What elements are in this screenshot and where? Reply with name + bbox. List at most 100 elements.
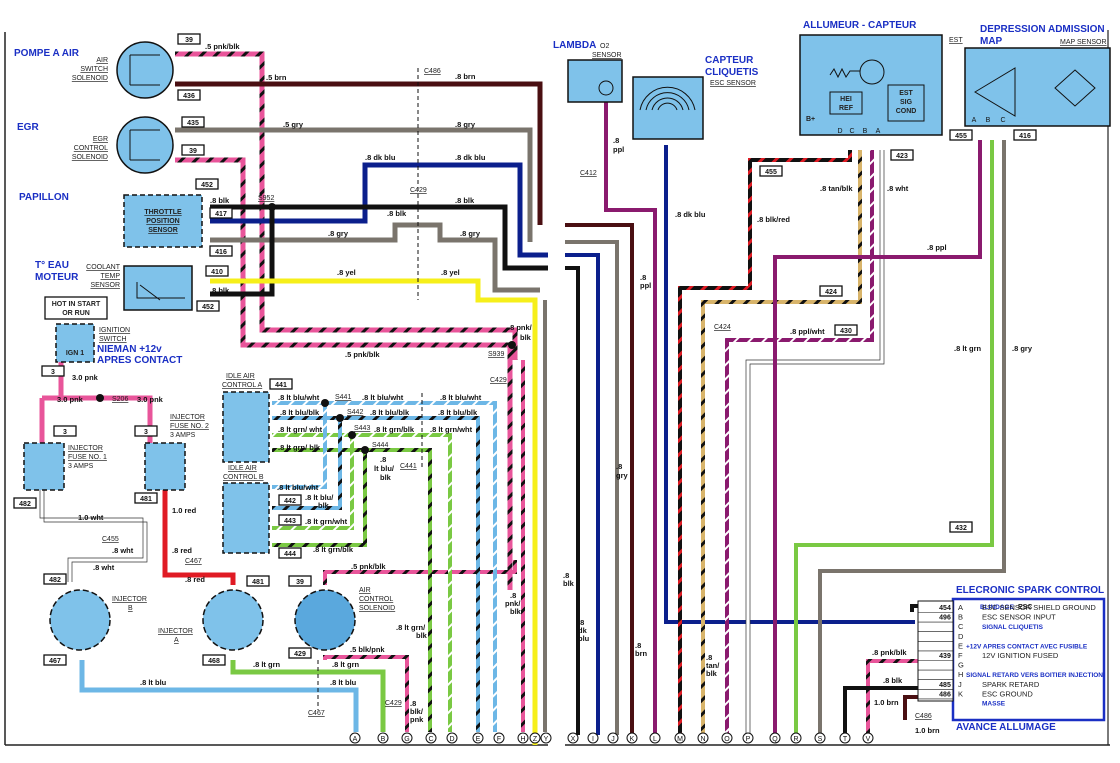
wire-labels: .5 pnk/blk.5 brn.8 brn.5 gry.8 gry.8 dk …	[57, 42, 1033, 735]
svg-text:AIR: AIR	[96, 57, 108, 64]
terminal-B: B	[377, 732, 389, 744]
svg-text:SENSOR: SENSOR	[592, 52, 622, 59]
label-allumeur: ALLUMEUR - CAPTEUR	[803, 20, 917, 31]
svg-text:ESC SENSOR: ESC SENSOR	[710, 80, 756, 87]
connector-label: C455	[102, 536, 119, 543]
wire-label: .8 ppl	[927, 243, 947, 252]
terminal-letter: E	[476, 736, 481, 743]
terminal-A: A	[349, 732, 361, 744]
terminal-letter: B	[381, 736, 386, 743]
terminal-D: D	[446, 732, 458, 744]
svg-text:B+: B+	[806, 116, 815, 123]
wire-label: .8 blk	[387, 209, 407, 218]
wire-dkblu-417	[210, 162, 548, 258]
egr-control-solenoid	[116, 116, 174, 174]
wire-red-481	[162, 490, 236, 585]
esc-pin-label: SPARK RETARD	[982, 680, 1040, 689]
wire-label: .8 lt blu/wht	[362, 393, 404, 402]
connector-label: S442	[347, 409, 363, 416]
wire-label: .8	[563, 571, 569, 580]
circuit-box	[195, 178, 219, 190]
circuit-number: 416	[215, 249, 227, 256]
wire-label: .5 pnk/blk	[351, 562, 386, 571]
esc-pin: K	[958, 689, 963, 698]
circuit-box	[209, 245, 233, 257]
circuit-box	[949, 521, 973, 533]
wire-brn-esc	[903, 695, 918, 720]
circuit-number: 441	[275, 382, 287, 389]
esc-pin-note: MASSE	[982, 700, 1006, 707]
wire-label: .8 red	[172, 546, 192, 555]
svg-text:A: A	[174, 637, 179, 644]
terminal-letter: N	[700, 736, 705, 743]
esc-circuit: 496	[939, 615, 951, 622]
wire-gry-416	[210, 222, 540, 293]
wire-label: 3.0 pnk	[72, 373, 99, 382]
terminal-X: X	[567, 732, 579, 744]
wire-blk-s952	[210, 207, 275, 297]
wire-label: .8 blk	[455, 196, 475, 205]
wire-label: .8 yel	[441, 268, 460, 277]
circuit-number: 39	[185, 37, 193, 44]
wire-label: .8 gry	[328, 229, 349, 238]
label-avance: AVANCE ALLUMAGE	[956, 722, 1056, 733]
wire-label: .8	[410, 699, 416, 708]
connector-label: C412	[580, 170, 597, 177]
esc-pin: B	[958, 613, 963, 622]
wire-label: .8 wht	[112, 546, 134, 555]
wire-label: .8 lt grn/ wht	[278, 425, 323, 434]
wire-label: .8 lt grn/blk	[313, 545, 354, 554]
svg-text:CONTROL: CONTROL	[359, 596, 393, 603]
wire-ppl-map	[773, 140, 982, 735]
esc-pin-note: SIGNAL CLIQUETIS	[982, 624, 1044, 631]
circuit-number: 432	[955, 525, 967, 532]
circuit-number: 435	[187, 120, 199, 127]
svg-text:IDLE AIR: IDLE AIR	[228, 465, 257, 472]
wire-label: .8 gry	[1012, 344, 1033, 353]
wire-label: blk	[563, 579, 575, 588]
circuit-number: 467	[49, 658, 61, 665]
wire-ltgrn-468	[230, 660, 386, 732]
svg-text:IDLE AIR: IDLE AIR	[226, 373, 255, 380]
wire-label: .8 red	[185, 575, 205, 584]
esc-pin-label: ESC SENSOR SHIELD GROUND	[982, 603, 1096, 612]
label-depression-2: MAP	[980, 36, 1003, 47]
air-control-solenoid	[294, 589, 356, 651]
terminal-J: J	[607, 732, 619, 744]
wire-pnk-blk-esc	[866, 659, 918, 735]
svg-text:SOLENOID: SOLENOID	[72, 75, 108, 82]
circuit-box	[1013, 129, 1037, 141]
circuit-box	[278, 547, 302, 559]
wire-label: blk	[706, 669, 718, 678]
wire-label: .8 ppl/wht	[790, 327, 825, 336]
circuit-box	[43, 654, 67, 666]
wire-gry-435	[175, 127, 533, 242]
wire-ltgrn-map	[794, 140, 994, 735]
label-esc-title: ELECRONIC SPARK CONTROL	[956, 585, 1104, 596]
terminal-letter: A	[353, 736, 358, 743]
terminal-N: N	[697, 732, 709, 744]
wire-ppl-wht	[725, 150, 874, 735]
svg-text:C: C	[849, 128, 854, 135]
wire-label: .8 wht	[93, 563, 115, 572]
terminal-letter: T	[843, 736, 848, 743]
esc-sensor	[632, 76, 704, 140]
circuit-box	[43, 573, 67, 585]
svg-text:CONTROL A: CONTROL A	[222, 382, 263, 389]
wire-label: .8 lt grn/blk	[374, 425, 415, 434]
svg-text:EGR: EGR	[93, 136, 108, 143]
wire-label: 1.0 brn	[874, 698, 899, 707]
circuit-box	[134, 425, 158, 437]
wire-blk-cont	[565, 266, 580, 735]
circuit-box	[288, 647, 312, 659]
component-labels: AIR SWITCH SOLENOID EGR CONTROL SOLENOID…	[52, 37, 1107, 644]
wire-label: .8 lt grn	[253, 660, 281, 669]
terminal-letter: C	[428, 736, 433, 743]
terminal-letter: D	[449, 736, 454, 743]
wire-brn-cont	[565, 223, 634, 735]
wire-label: .8 tan/blk	[820, 184, 853, 193]
wire-ltgrn-wht-a	[272, 433, 452, 732]
terminal-T: T	[839, 732, 851, 744]
wire-blk-452	[210, 204, 548, 271]
